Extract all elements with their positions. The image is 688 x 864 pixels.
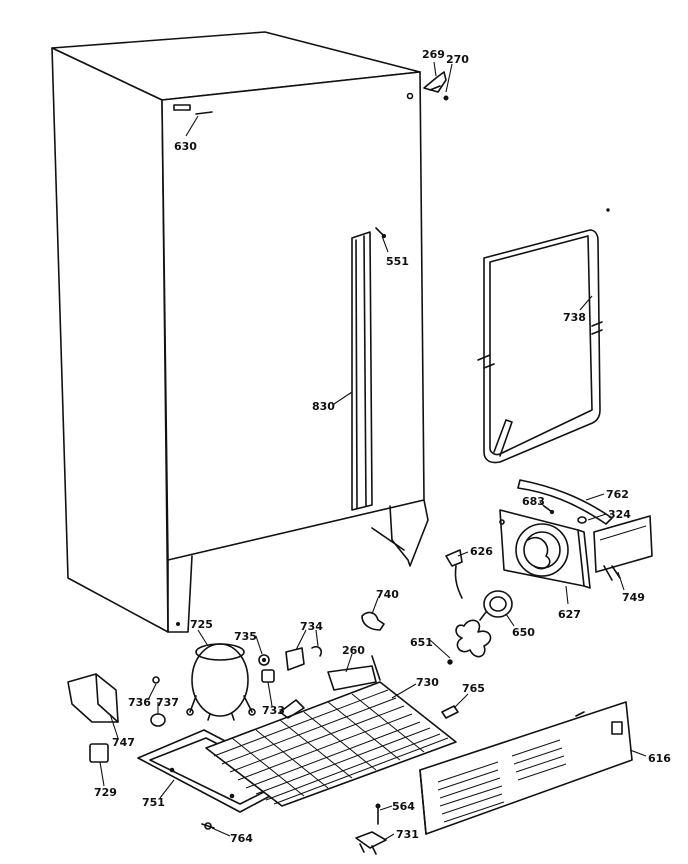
callout-730: 730 <box>416 676 439 689</box>
grommet-735 <box>258 654 270 666</box>
callout-651: 651 <box>410 636 433 649</box>
board-749 <box>593 515 653 581</box>
callout-616: 616 <box>648 752 671 765</box>
callout-734: 734 <box>300 620 323 633</box>
grommet-737 <box>150 713 166 727</box>
callout-725: 725 <box>190 618 213 631</box>
screw-564 <box>375 803 381 825</box>
callout-747: 747 <box>112 736 135 749</box>
callout-764: 764 <box>230 832 253 845</box>
mullion-830 <box>351 231 373 511</box>
callout-736: 736 <box>128 696 151 709</box>
evaporator-cover-738 <box>477 208 610 464</box>
callout-labels: 269 270 630 551 738 830 762 683 324 626 … <box>94 48 671 845</box>
callout-630: 630 <box>174 140 197 153</box>
callout-650: 650 <box>512 626 535 639</box>
callout-564: 564 <box>392 800 415 813</box>
callout-830: 830 <box>312 400 335 413</box>
strip-762 <box>517 479 613 525</box>
callout-626: 626 <box>470 545 493 558</box>
fan-bracket-627 <box>499 509 591 589</box>
clip-731 <box>355 831 387 855</box>
callout-749: 749 <box>622 591 645 604</box>
callout-324: 324 <box>608 508 631 521</box>
bracket-260 <box>327 655 381 691</box>
callout-738: 738 <box>563 311 586 324</box>
capacitor-729 <box>89 743 109 763</box>
callout-751: 751 <box>142 796 165 809</box>
callout-627: 627 <box>558 608 581 621</box>
callout-731: 731 <box>396 828 419 841</box>
bracket-765 <box>441 705 459 719</box>
callout-740: 740 <box>376 588 399 601</box>
cover-747 <box>67 673 119 723</box>
callout-765: 765 <box>462 682 485 695</box>
callout-762: 762 <box>606 488 629 501</box>
screw-764 <box>201 822 215 830</box>
relay-733 <box>261 669 275 683</box>
callout-729: 729 <box>94 786 117 799</box>
clip-740 <box>361 611 385 631</box>
condenser-730 <box>205 681 457 807</box>
callout-683: 683 <box>522 495 545 508</box>
callout-733: 733 <box>262 704 285 717</box>
callout-551: 551 <box>386 255 409 268</box>
access-panel-616 <box>419 701 633 835</box>
grommet-324 <box>577 516 587 524</box>
fan-blade-651 <box>447 619 492 665</box>
harness-626 <box>445 549 463 599</box>
callout-270: 270 <box>446 53 469 66</box>
refrigerator-cabinet <box>51 31 429 633</box>
leader-lines <box>99 61 647 841</box>
callout-737: 737 <box>156 696 179 709</box>
hinge-269-270 <box>423 71 449 101</box>
callout-735: 735 <box>234 630 257 643</box>
screw-736 <box>152 676 160 684</box>
fan-motor-650 <box>479 590 513 621</box>
callout-269: 269 <box>422 48 445 61</box>
overload-734 <box>285 645 323 671</box>
compressor-725 <box>186 643 256 721</box>
callout-260: 260 <box>342 644 365 657</box>
